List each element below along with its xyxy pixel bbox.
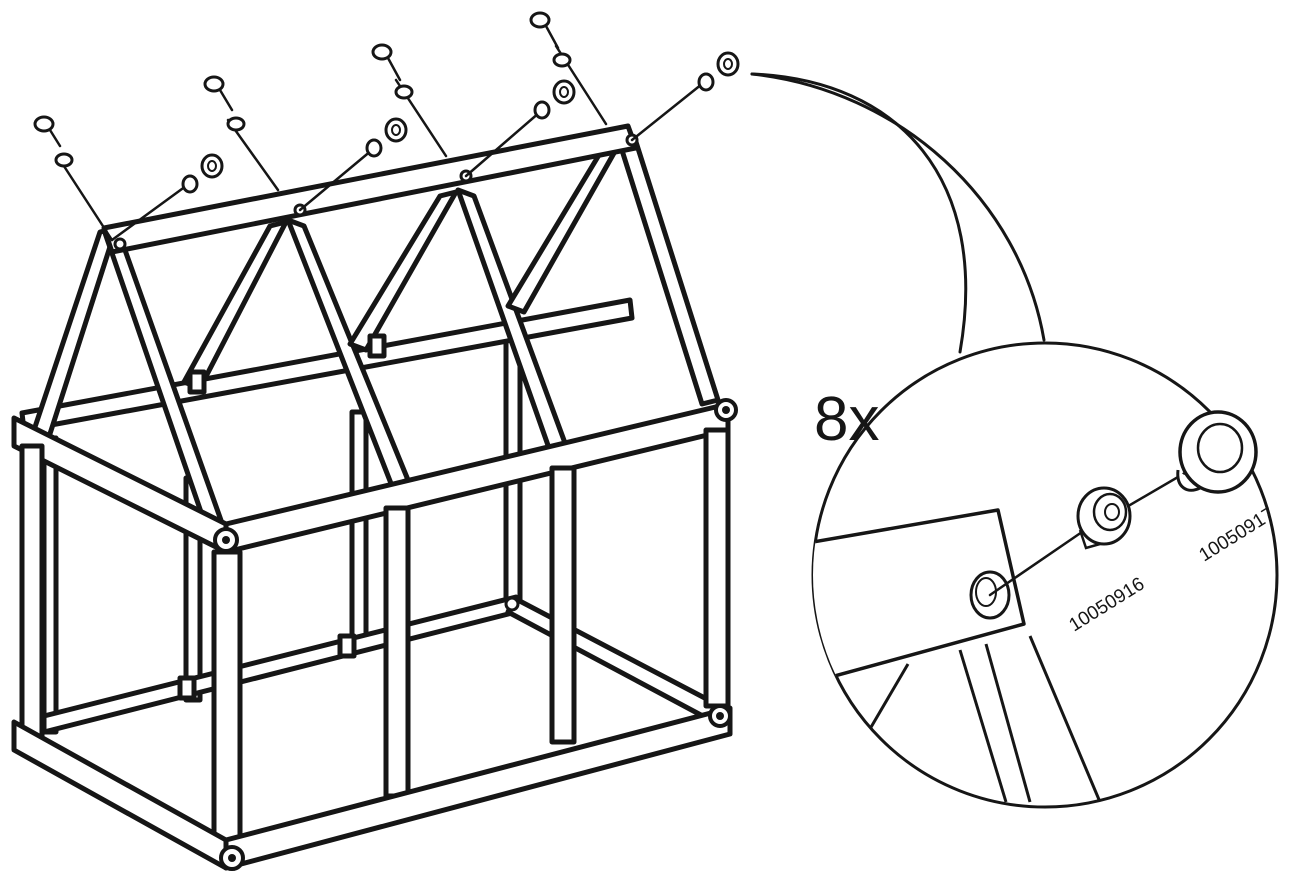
- screw-icon: [203, 75, 246, 132]
- washer-icon: [181, 153, 224, 194]
- washer-icon: [697, 51, 740, 92]
- detail-callout: 8x 10050916 10050917: [750, 72, 1279, 809]
- part-number-label: 10050916: [1066, 574, 1149, 637]
- greenhouse-frame: [11, 123, 738, 871]
- bolt-icon: [219, 845, 245, 871]
- washer-icon: [1076, 486, 1132, 550]
- washer-icon: [365, 117, 408, 158]
- bolt-icon: [504, 596, 520, 612]
- fastener-set: [33, 11, 740, 251]
- washer-icon: [533, 79, 576, 120]
- screw-icon: [371, 43, 414, 100]
- bolt-icon: [1176, 410, 1258, 494]
- quantity-label: 8x: [814, 385, 879, 454]
- screw-icon: [33, 115, 74, 168]
- bolt-icon: [708, 704, 732, 728]
- screw-icon: [529, 11, 572, 68]
- part-number-label: 10050917: [1196, 504, 1279, 567]
- bolt-icon: [714, 398, 738, 422]
- bolt-icon: [213, 527, 239, 553]
